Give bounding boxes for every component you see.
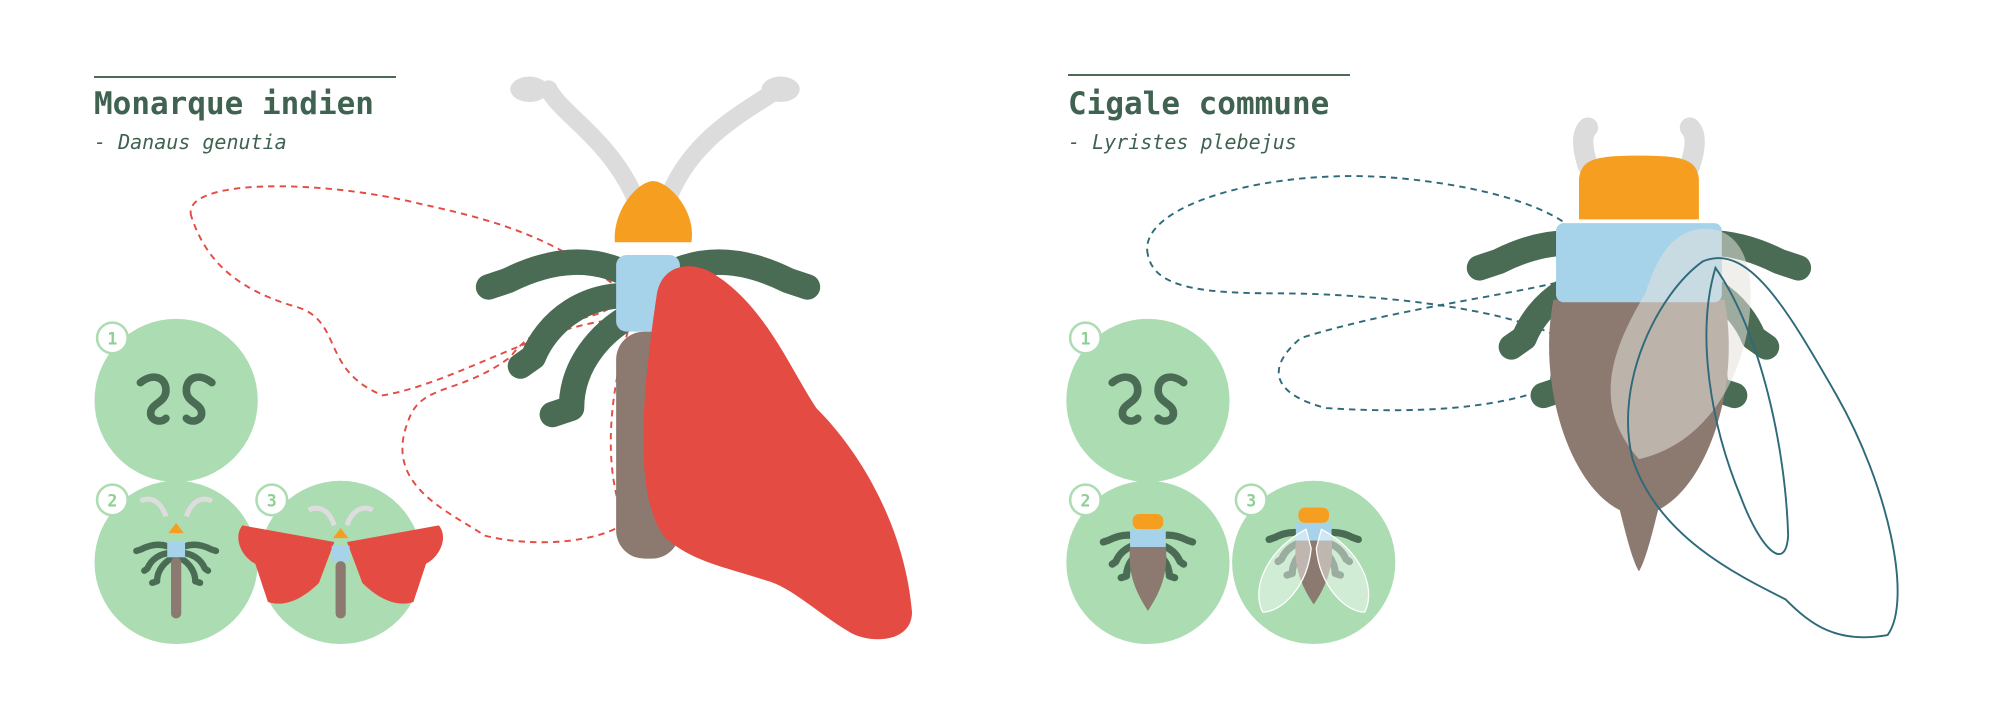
- stage-number: 2: [107, 491, 117, 510]
- wing-translucent: [1610, 228, 1751, 460]
- antenna: [539, 80, 788, 213]
- species-latin-left: - Danaus genutia: [94, 130, 287, 154]
- stage-1-larva-left: 1: [94, 318, 258, 483]
- wing: [643, 266, 913, 640]
- wing-vein: [1705, 265, 1790, 555]
- stage-3-adult-right: 3: [1232, 480, 1396, 645]
- cicada-illustration: [1146, 117, 1899, 639]
- species-title-right: Cigale commune: [1068, 86, 1330, 122]
- species-latin-right: - Lyristes plebejus: [1068, 130, 1297, 154]
- stage-number: 3: [1246, 491, 1256, 510]
- species-title-left: Monarque indien: [94, 86, 374, 122]
- antenna: [1572, 117, 1705, 176]
- wing-outline: [1627, 257, 1899, 639]
- wing-outline-dashed: [189, 185, 633, 544]
- wing-outline-dashed: [1146, 175, 1592, 412]
- stage-1-larva-right: 1: [1066, 318, 1230, 483]
- butterfly-illustration: [189, 76, 913, 640]
- stage-3-adult-left: 3: [238, 480, 444, 645]
- stage-2-body-left: 2: [94, 480, 258, 645]
- stage-2-body-right: 2: [1066, 480, 1230, 645]
- stage-number: 3: [267, 491, 277, 510]
- divider-left: [94, 76, 396, 78]
- divider-right: [1068, 74, 1350, 76]
- stage-number: 1: [1080, 329, 1090, 348]
- head: [1578, 155, 1699, 220]
- head: [614, 181, 692, 243]
- stage-number: 2: [1080, 491, 1090, 510]
- stage-number: 1: [107, 329, 117, 348]
